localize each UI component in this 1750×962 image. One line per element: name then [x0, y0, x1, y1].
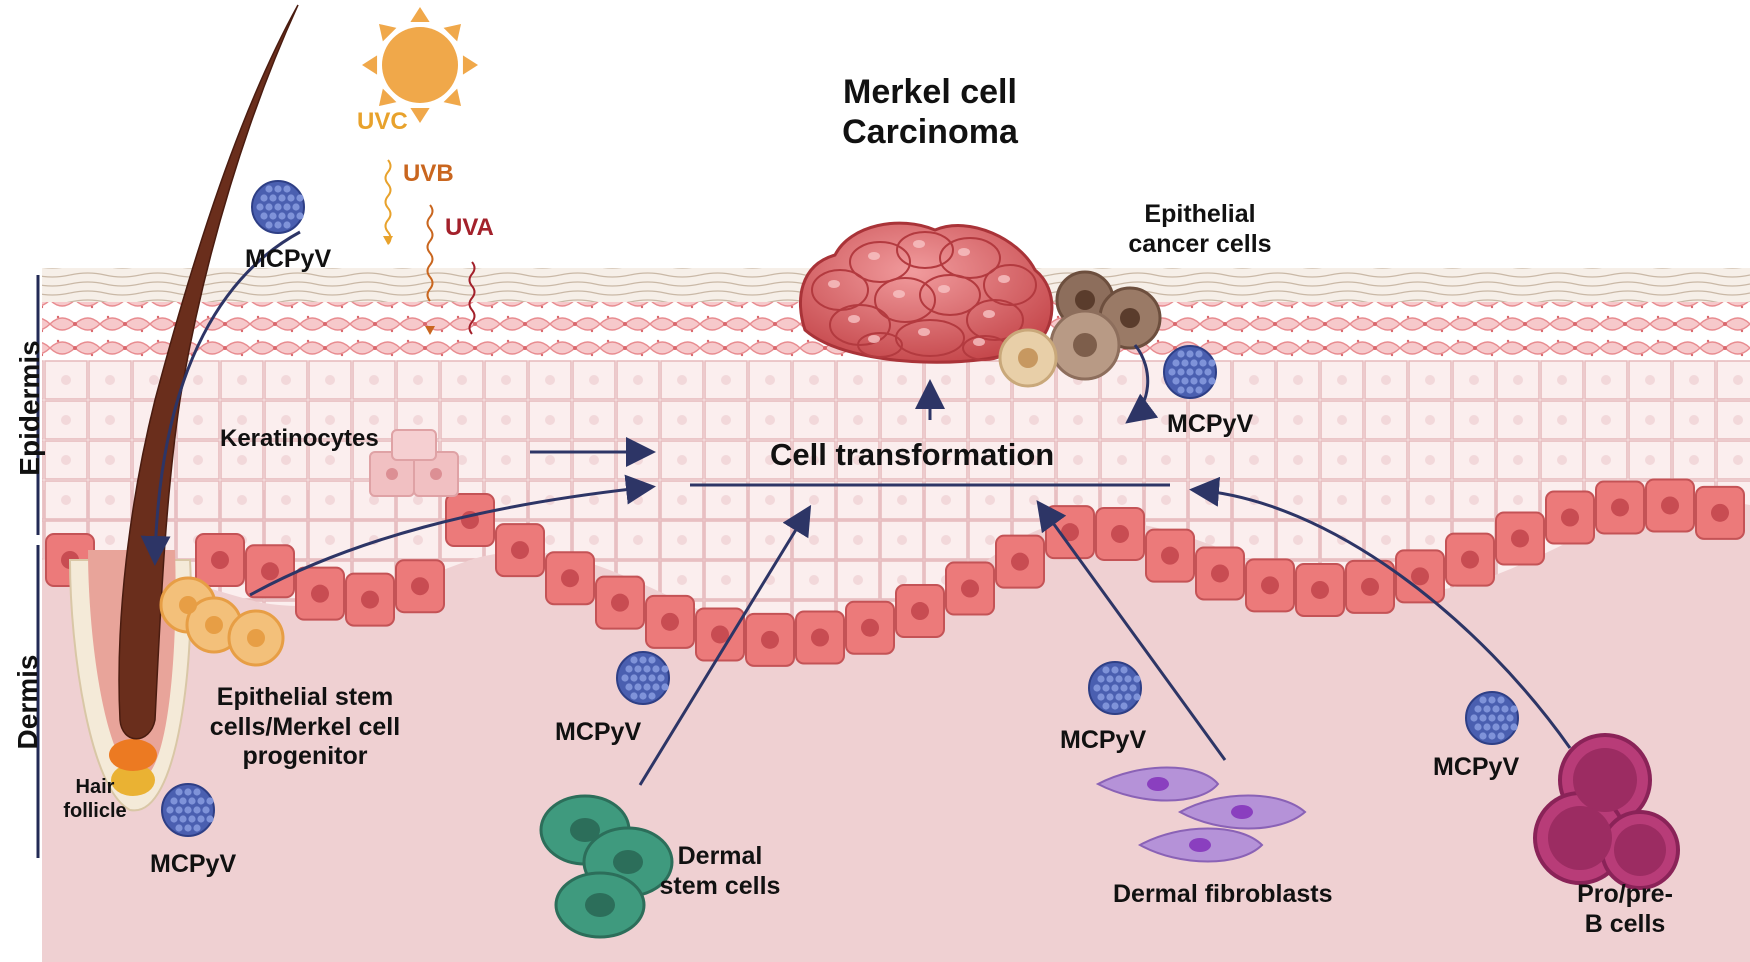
epidermis-label: Epidermis: [14, 340, 45, 476]
sun-icon: [362, 7, 478, 123]
dermal-fibroblasts: [1095, 766, 1307, 863]
uvb-label: UVB: [403, 160, 454, 187]
mcpyv-label-b-cells: MCPyV: [1433, 753, 1520, 781]
keratinocyte-cluster: [369, 429, 459, 497]
mcpyv-virus-icon: [1088, 661, 1142, 715]
mcpyv-label-top: MCPyV: [245, 245, 332, 273]
arrow-mcpyv-to-follicle: [140, 230, 301, 566]
mcpyv-label-fibroblasts: MCPyV: [1060, 726, 1147, 754]
mcpyv-virus-icon: [616, 651, 670, 705]
epithelial-cancer-cells: [998, 270, 1162, 388]
mcpyv-virus-icon: [251, 180, 305, 234]
pro-pre-b-cells: [1533, 733, 1680, 890]
epithelial-stem-cells-label: Epithelial stem cells/Merkel cell progen…: [209, 683, 401, 770]
dermis-label: Dermis: [12, 654, 43, 750]
epithelial-stem-cells: [159, 576, 285, 667]
mcpyv-virus-icon: [161, 783, 215, 837]
uvc-ray: [384, 159, 392, 245]
cell-transformation-label: Cell transformation: [770, 437, 1055, 472]
arrows: [140, 230, 1572, 786]
uva-ray: [468, 261, 476, 335]
dermal-stem-cells: [539, 794, 674, 939]
mcpyv-label-cancer: MCPyV: [1167, 410, 1254, 438]
mcpyv-virus-icon: [1465, 691, 1519, 745]
arrow-fibroblasts: [1036, 500, 1227, 761]
pro-pre-b-cells-label: Pro/pre- B cells: [1577, 880, 1673, 938]
keratinocytes-label: Keratinocytes: [220, 425, 379, 452]
epithelial-cancer-cells-label: Epithelial cancer cells: [1128, 200, 1272, 258]
diagram-title: Merkel cell Carcinoma: [842, 73, 1018, 152]
dermal-fibroblasts-label: Dermal fibroblasts: [1113, 880, 1333, 908]
uvc-label: UVC: [357, 108, 408, 135]
arrow-dermal-stem: [638, 504, 812, 786]
arrow-to-cancer-mcpyv: [1125, 344, 1159, 424]
mcpyv-label-follicle: MCPyV: [150, 850, 237, 878]
basal-cell-layer: [45, 478, 1745, 667]
uvb-ray: [426, 204, 434, 302]
arrow-stem-cells: [249, 474, 656, 597]
mcpyv-virus-icon: [1163, 345, 1217, 399]
arrow-b-cells: [1189, 476, 1572, 749]
mcpyv-label-dermal-stem: MCPyV: [555, 718, 642, 746]
hair-follicle-label: Hair follicle: [63, 776, 127, 822]
merkel-cell-tumor: [798, 221, 1054, 364]
dermal-stem-cells-label: Dermal stem cells: [659, 842, 781, 900]
uva-label: UVA: [445, 214, 494, 241]
